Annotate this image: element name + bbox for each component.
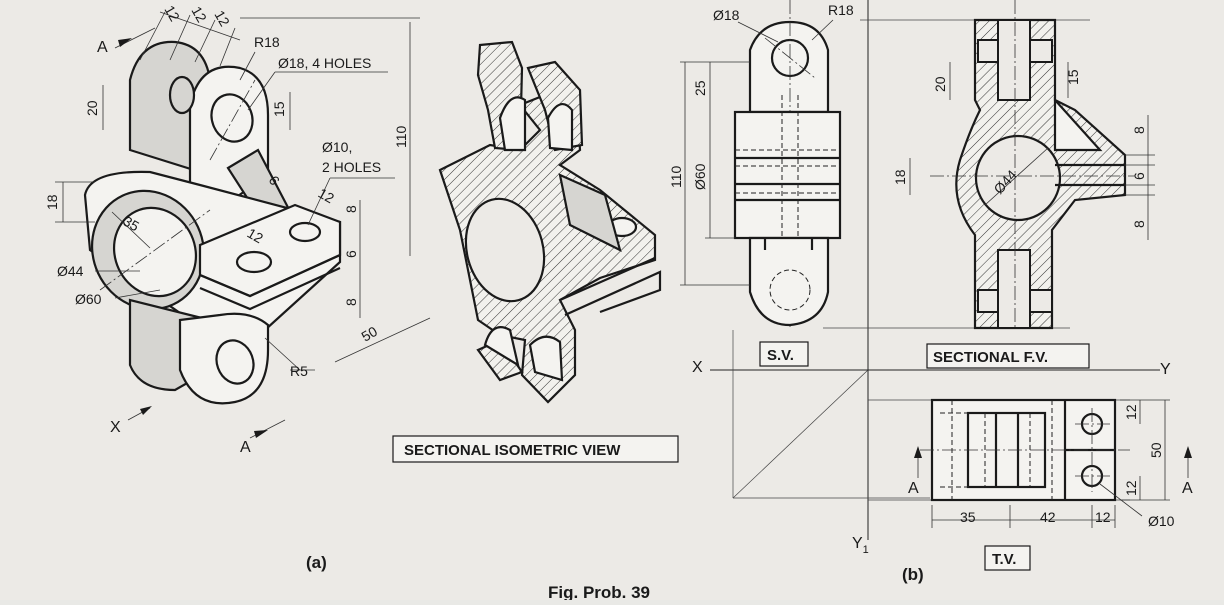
axis-y1-label: Y1	[852, 535, 869, 556]
section-mark-a-bottom: A	[240, 439, 251, 456]
dim-12-e: 12	[245, 225, 267, 247]
fv-dim-20: 20	[932, 76, 948, 92]
sv-title-box	[759, 341, 809, 367]
fv-dim-8-a: 8	[1131, 126, 1147, 134]
tv-section-mark-right: A	[1182, 480, 1193, 497]
dim-holes-10-a: Ø10,	[322, 139, 352, 155]
dim-12-a: 12	[161, 3, 183, 25]
tv-dim-12-c: 12	[1095, 509, 1111, 525]
sectional-isometric	[438, 40, 662, 404]
x-direction-label: X	[110, 419, 121, 436]
tv-dim-35: 35	[960, 509, 976, 525]
iso-view-title-box	[392, 435, 679, 463]
dim-holes-10-b: 2 HOLES	[322, 159, 381, 175]
fv-dim-8-b: 8	[1131, 220, 1147, 228]
side-view	[680, 0, 842, 330]
tv-title: T.V.	[992, 551, 1016, 568]
dim-18: 18	[44, 194, 60, 210]
sv-title: S.V.	[767, 347, 794, 364]
tv-dim-50: 50	[1148, 442, 1164, 458]
sv-dim-dia-60: Ø60	[692, 163, 708, 190]
dim-35: 35	[121, 213, 143, 235]
sv-dim-25: 25	[692, 80, 708, 96]
axis-y-label: Y	[1160, 361, 1171, 378]
dim-dia-44: Ø44	[57, 263, 84, 279]
dim-8-b: 8	[343, 298, 359, 306]
dim-110: 110	[393, 125, 409, 148]
dim-8-a: 8	[343, 205, 359, 213]
fv-title-box	[926, 343, 1090, 369]
sv-dim-r18: R18	[828, 2, 854, 18]
part-a-label: (a)	[306, 553, 327, 572]
tv-dim-12-b: 12	[1123, 480, 1139, 496]
tv-dim-12-a: 12	[1123, 404, 1139, 420]
dim-15: 15	[271, 101, 287, 117]
tv-dim-dia-10: Ø10	[1148, 513, 1175, 529]
dim-r5: R5	[290, 363, 308, 379]
dim-12-b: 12	[188, 4, 210, 26]
dim-dia-60: Ø60	[75, 291, 102, 307]
dim-50: 50	[359, 323, 381, 345]
figure-caption: Fig. Prob. 39	[548, 583, 650, 600]
sectional-front-view	[909, 0, 1155, 330]
dim-6-b: 6	[343, 250, 359, 258]
dim-r18: R18	[254, 34, 280, 50]
dim-12-d: 12	[316, 185, 338, 207]
isometric-view: 12 12 12 R18 Ø18, 4 HOLES 15 20 Ø10, 2 H…	[44, 3, 431, 456]
tv-section-mark-left: A	[908, 480, 919, 497]
sv-dim-dia-18: Ø18	[713, 7, 740, 23]
dim-20: 20	[84, 100, 100, 116]
tv-title-box	[984, 545, 1031, 571]
sv-dim-110: 110	[668, 165, 684, 188]
fv-dim-6: 6	[1131, 172, 1147, 180]
fv-dim-18: 18	[892, 169, 908, 185]
iso-view-title: SECTIONAL ISOMETRIC VIEW	[404, 442, 621, 459]
dim-12-c: 12	[211, 8, 233, 30]
top-view	[914, 398, 1192, 528]
fv-dim-15: 15	[1065, 69, 1081, 85]
fv-title: SECTIONAL F.V.	[933, 349, 1048, 366]
tv-dim-42: 42	[1040, 509, 1056, 525]
part-b-label: (b)	[902, 565, 924, 584]
dim-holes-18: Ø18, 4 HOLES	[278, 55, 371, 71]
section-mark-a-top: A	[97, 39, 108, 56]
axis-x-label: X	[692, 359, 703, 376]
